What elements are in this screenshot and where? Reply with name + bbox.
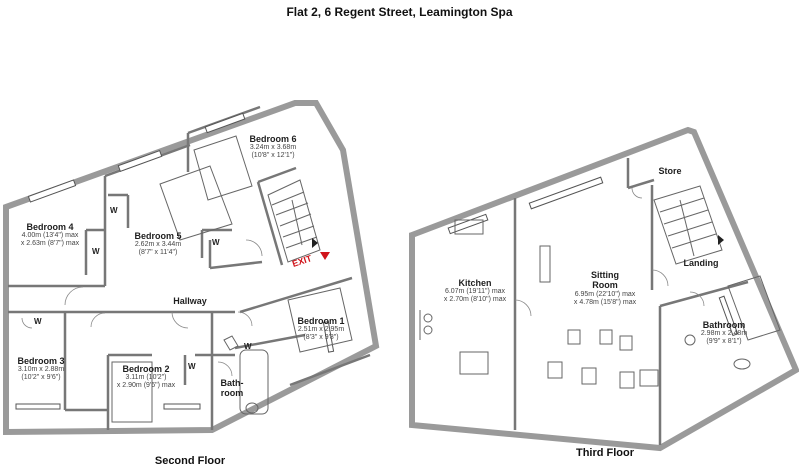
room-dims: 4.00m (13'4") max bbox=[21, 232, 79, 240]
room-dims: x 2.90m (9'6") max bbox=[116, 382, 176, 390]
bedroom-2-label: Bedroom 2 3.11m (10'2") x 2.90m (9'6") m… bbox=[112, 364, 180, 390]
room-name: Bedroom 1 bbox=[297, 316, 345, 326]
second-floor-windows bbox=[15, 112, 335, 410]
room-name: Sitting bbox=[591, 270, 619, 280]
kitchen-label: Kitchen 6.07m (19'11") max x 2.70m (8'10… bbox=[440, 278, 510, 304]
third-floor-bathroom-fixtures bbox=[684, 275, 781, 370]
room-dims: (8'3" x 9'8") bbox=[303, 334, 339, 342]
third-floor-outer-wall bbox=[409, 126, 799, 452]
room-dims: 6.07m (19'11") max bbox=[444, 288, 506, 296]
room-name: Bedroom 2 bbox=[122, 364, 170, 374]
room-name: Room bbox=[592, 280, 618, 291]
exit-arrow-icon bbox=[320, 252, 330, 260]
room-dims: (8'7" x 11'4") bbox=[138, 249, 178, 257]
room-name: room bbox=[220, 388, 244, 399]
room-dims: x 2.70m (8'10") max bbox=[443, 296, 507, 304]
second-floor-beds bbox=[111, 135, 353, 423]
room-dims: 2.62m x 3.44m bbox=[134, 241, 182, 249]
hallway-label: Hallway bbox=[173, 296, 207, 306]
plan-title: Flat 2, 6 Regent Street, Leamington Spa bbox=[286, 5, 513, 19]
third-floor-windows bbox=[447, 176, 739, 337]
room-dims: 6.95m (22'10") max bbox=[574, 290, 636, 298]
second-floor-stairs bbox=[267, 179, 321, 263]
room-name: Bedroom 5 bbox=[134, 231, 182, 241]
room-dims: 2.51m x 2.95m bbox=[297, 326, 345, 334]
room-dims: 3.11m (10'2") bbox=[125, 374, 167, 382]
room-dims: (10'2" x 9'6") bbox=[21, 374, 61, 382]
kitchen-fixtures bbox=[419, 219, 484, 340]
wardrobe-label: W bbox=[110, 206, 118, 215]
bathroom-second-label: Bath- room bbox=[214, 378, 250, 399]
stairs-arrow-third bbox=[718, 235, 724, 245]
third-floor-label: Third Floor bbox=[575, 447, 635, 459]
room-name: Bedroom 3 bbox=[17, 356, 65, 366]
bedroom-5-label: Bedroom 5 2.62m x 3.44m (8'7" x 11'4") bbox=[128, 231, 188, 257]
stairs-arrow-second bbox=[312, 238, 318, 248]
room-dims: (9'9" x 8'1") bbox=[706, 338, 742, 346]
room-name: Kitchen bbox=[458, 278, 492, 288]
sitting-room-label: Sitting Room 6.95m (22'10") max x 4.78m … bbox=[568, 270, 642, 307]
third-floor-inner-walls bbox=[513, 158, 749, 445]
wardrobe-label: W bbox=[212, 238, 220, 247]
room-name: Bedroom 6 bbox=[249, 134, 297, 144]
sitting-room-furniture bbox=[459, 245, 659, 389]
wardrobe-label: W bbox=[34, 317, 42, 326]
second-floor-bathroom-fixtures bbox=[223, 335, 269, 415]
bedroom-4-label: Bedroom 4 4.00m (13'4") max x 2.63m (8'7… bbox=[14, 222, 86, 248]
room-dims: x 4.78m (15'8") max bbox=[573, 298, 637, 306]
room-dims: 3.24m x 3.68m bbox=[249, 144, 297, 152]
room-dims: 2.98m x 2.48m bbox=[700, 330, 748, 338]
bedroom-1-label: Bedroom 1 2.51m x 2.95m (8'3" x 9'8") bbox=[290, 316, 352, 342]
second-floor-inner-walls bbox=[8, 105, 371, 430]
landing-label: Landing bbox=[683, 258, 719, 268]
bedroom-3-label: Bedroom 3 3.10m x 2.88m (10'2" x 9'6") bbox=[12, 356, 70, 382]
room-dims: (10'8" x 12'1") bbox=[251, 152, 295, 160]
second-floor-door-swings bbox=[21, 239, 263, 377]
room-name: Bedroom 4 bbox=[26, 222, 74, 232]
room-dims: 3.10m x 2.88m bbox=[17, 366, 65, 374]
wardrobe-label: W bbox=[244, 342, 252, 351]
second-floor-label: Second Floor bbox=[154, 455, 226, 467]
room-name: Bathroom bbox=[702, 320, 746, 330]
third-floor-door-swings bbox=[514, 187, 705, 317]
room-dims: x 2.63m (8'7") max bbox=[20, 240, 80, 248]
bathroom-third-label: Bathroom 2.98m x 2.48m (9'9" x 8'1") bbox=[694, 320, 754, 346]
third-floor-stairs bbox=[653, 185, 723, 265]
wardrobe-label: W bbox=[92, 247, 100, 256]
store-label: Store bbox=[658, 166, 682, 176]
wardrobe-label: W bbox=[188, 362, 196, 371]
second-floor-outer-wall bbox=[2, 100, 380, 436]
room-name: Bath- bbox=[220, 378, 244, 388]
bedroom-6-label: Bedroom 6 3.24m x 3.68m (10'8" x 12'1") bbox=[228, 134, 318, 160]
